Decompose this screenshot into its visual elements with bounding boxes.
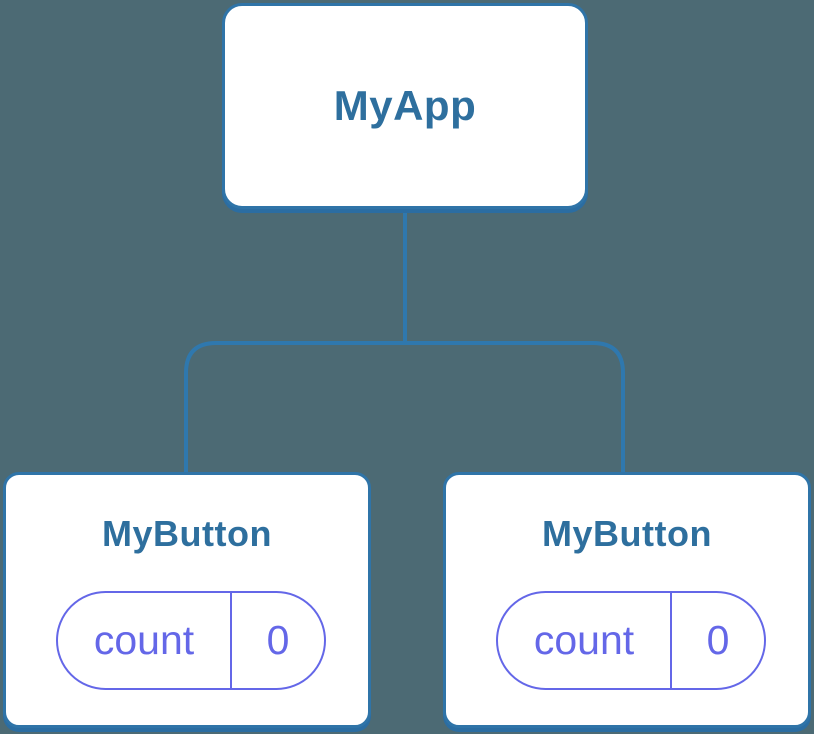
component-node-root: MyApp xyxy=(222,3,588,209)
state-value: 0 xyxy=(266,617,290,663)
state-value: 0 xyxy=(706,617,730,663)
state-badge: count 0 xyxy=(56,591,326,690)
state-key: count xyxy=(58,593,232,688)
connector-branch xyxy=(184,341,625,472)
component-label: MyButton xyxy=(542,513,712,554)
component-node-child-1: MyButton count 0 xyxy=(3,472,371,728)
component-label: MyButton xyxy=(102,513,272,554)
component-node-child-2: MyButton count 0 xyxy=(443,472,811,728)
state-key: count xyxy=(498,593,672,688)
state-badge: count 0 xyxy=(496,591,766,690)
component-label: MyApp xyxy=(333,82,477,129)
